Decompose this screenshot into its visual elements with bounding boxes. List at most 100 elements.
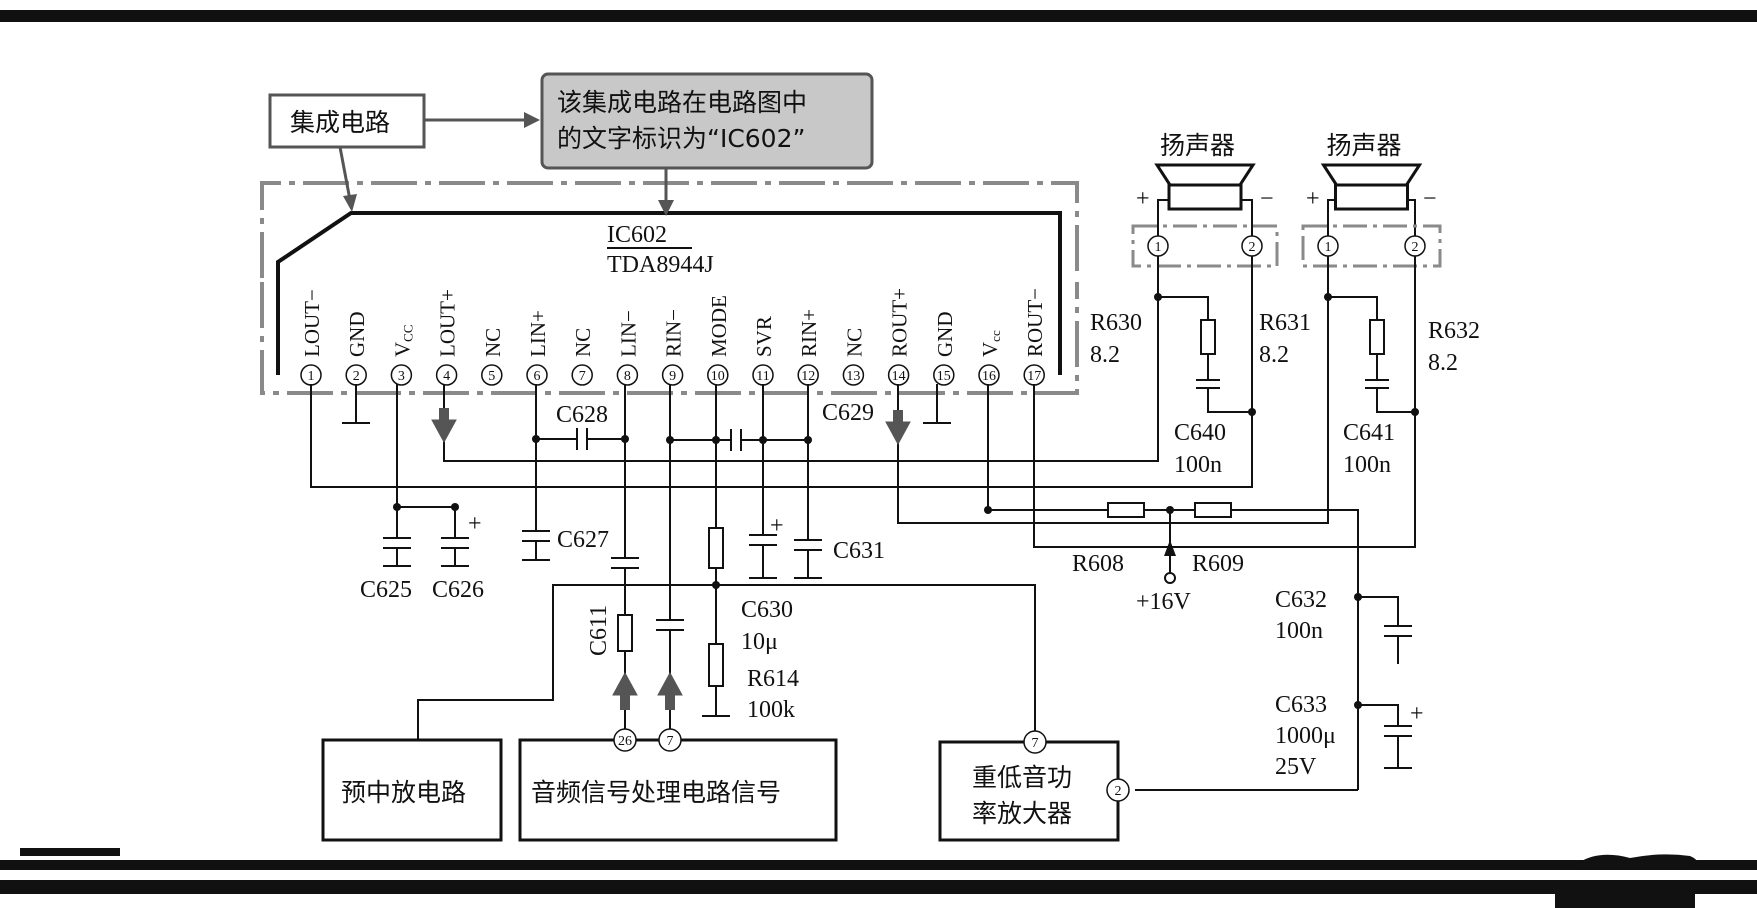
c633-label: C633 [1275, 692, 1327, 718]
supply-label: +16V [1136, 589, 1192, 615]
ic-pin-row: 1LOUT−2GND3VCC4LOUT+5NC6LIN+7NC8LIN−9RIN… [300, 288, 1047, 386]
block-preamp: 预中放电路 [321, 738, 503, 842]
ic-module-outline [260, 181, 1079, 395]
ic-pin-label: GND [933, 312, 957, 358]
block-audio-processing: 音频信号处理电路信号 26 7 [518, 728, 838, 842]
c633-value: 1000μ [1275, 723, 1336, 749]
ic-pin-number: 11 [756, 369, 769, 384]
r632-value: 8.2 [1428, 350, 1458, 376]
callout-note-line1: 该集成电路在电路图中 [557, 88, 807, 117]
c640-value: 100n [1174, 452, 1222, 478]
c641-label: C641 [1343, 420, 1395, 446]
c630-plus: + [770, 513, 784, 539]
ic-pin-label: MODE [707, 295, 731, 357]
ic-pin-label: NC [481, 328, 505, 357]
speaker-minus: − [1423, 186, 1437, 212]
ic-pin-label: VCC [390, 324, 415, 357]
subwoofer-pin-2: 2 [1115, 784, 1122, 799]
ic-pin-number: 16 [982, 369, 996, 384]
r631-label: R631 [1259, 310, 1311, 336]
c630-label: C630 [741, 597, 793, 623]
page-frame [0, 10, 1757, 908]
ic-pin-4: 4 LOUT+ [436, 289, 460, 386]
ic-pin-number: 5 [488, 369, 495, 384]
speaker-terminal-2: 2 [1249, 240, 1256, 255]
ic-pin-number: 1 [308, 369, 315, 384]
r614-label: R614 [747, 666, 799, 692]
r608-label: R608 [1072, 551, 1124, 577]
ic-pin-number: 17 [1027, 369, 1041, 384]
ic-pin-number: 6 [534, 369, 541, 384]
callout-ic-text: 集成电路 [290, 108, 390, 137]
ic-part-label: TDA8944J [607, 252, 714, 278]
c640-label: C640 [1174, 420, 1226, 446]
ic-ref-label: IC602 [607, 222, 667, 248]
ic-pin-13: 13 NC [842, 328, 866, 386]
ic-pin-label: LOUT+ [436, 289, 460, 357]
preamp-label: 预中放电路 [341, 778, 466, 807]
c630-value: 10μ [741, 629, 778, 655]
subwoofer-line2: 率放大器 [972, 799, 1072, 828]
c632-label: C632 [1275, 587, 1327, 613]
c628-label: C628 [556, 402, 608, 428]
r630-value: 8.2 [1090, 342, 1120, 368]
junctions [393, 293, 1419, 709]
ic-pin-3: 3 VCC [390, 324, 415, 386]
ic-pin-label: ROUT+ [888, 288, 912, 357]
c633-voltage: 25V [1275, 754, 1317, 780]
block-subwoofer-amp: 重低音功 率放大器 7 2 [938, 730, 1130, 842]
audio-proc-pin-26: 26 [618, 734, 632, 749]
ic-pin-label: LIN+ [526, 310, 550, 357]
ic-pin-number: 2 [353, 369, 360, 384]
c626-plus: + [468, 511, 482, 537]
ic-pin-label: RIN− [662, 309, 686, 357]
ic-pin-number: 9 [669, 369, 676, 384]
signal-arrows [431, 408, 911, 446]
r630-label: R630 [1090, 310, 1142, 336]
c627-label: C627 [557, 527, 609, 553]
audio-proc-label: 音频信号处理电路信号 [531, 778, 781, 807]
r631-value: 8.2 [1259, 342, 1289, 368]
speaker-cone-icon [1320, 163, 1423, 187]
ic-pin-number: 13 [846, 369, 860, 384]
ic-pin-number: 12 [801, 369, 815, 384]
ic-pin-number: 7 [579, 369, 586, 384]
c631-label: C631 [833, 538, 885, 564]
speaker-label: 扬声器 [1327, 131, 1402, 160]
ic-pin-label: RIN+ [797, 309, 821, 357]
callout-ic-note: 该集成电路在电路图中 的文字标识为“IC602” [540, 72, 874, 216]
callout-note-line2: 的文字标识为“IC602” [557, 124, 805, 153]
ic-reference: IC602 TDA8944J [607, 222, 714, 278]
c633-plus: + [1410, 701, 1424, 727]
ic-pin-label: Vcc [978, 330, 1003, 357]
subwoofer-line1: 重低音功 [972, 763, 1072, 792]
ic-pin-number: 4 [443, 369, 450, 384]
audio-proc-pin-7: 7 [667, 734, 674, 749]
speaker-cone-icon [1154, 163, 1256, 187]
ic-pin-number: 8 [624, 369, 631, 384]
ic-pin-8: 8 LIN− [616, 310, 640, 386]
r632-label: R632 [1428, 318, 1480, 344]
ic-pin-number: 3 [398, 369, 405, 384]
speaker-plus: + [1136, 186, 1150, 212]
c611-label: C611 [586, 605, 612, 656]
cap-c628: C628 [556, 402, 608, 450]
c625-label: C625 [360, 577, 412, 603]
c641-value: 100n [1343, 452, 1391, 478]
c626-label: C626 [432, 577, 484, 603]
ic-pin-label: NC [842, 328, 866, 357]
cap-mode-coupling [730, 429, 749, 451]
ic-pin-6: 6 LIN+ [526, 310, 550, 386]
c632-value: 100n [1275, 618, 1323, 644]
c629-label: C629 [822, 400, 874, 426]
ic-pin-label: LIN− [616, 310, 640, 357]
speaker-terminal-2: 2 [1412, 240, 1419, 255]
